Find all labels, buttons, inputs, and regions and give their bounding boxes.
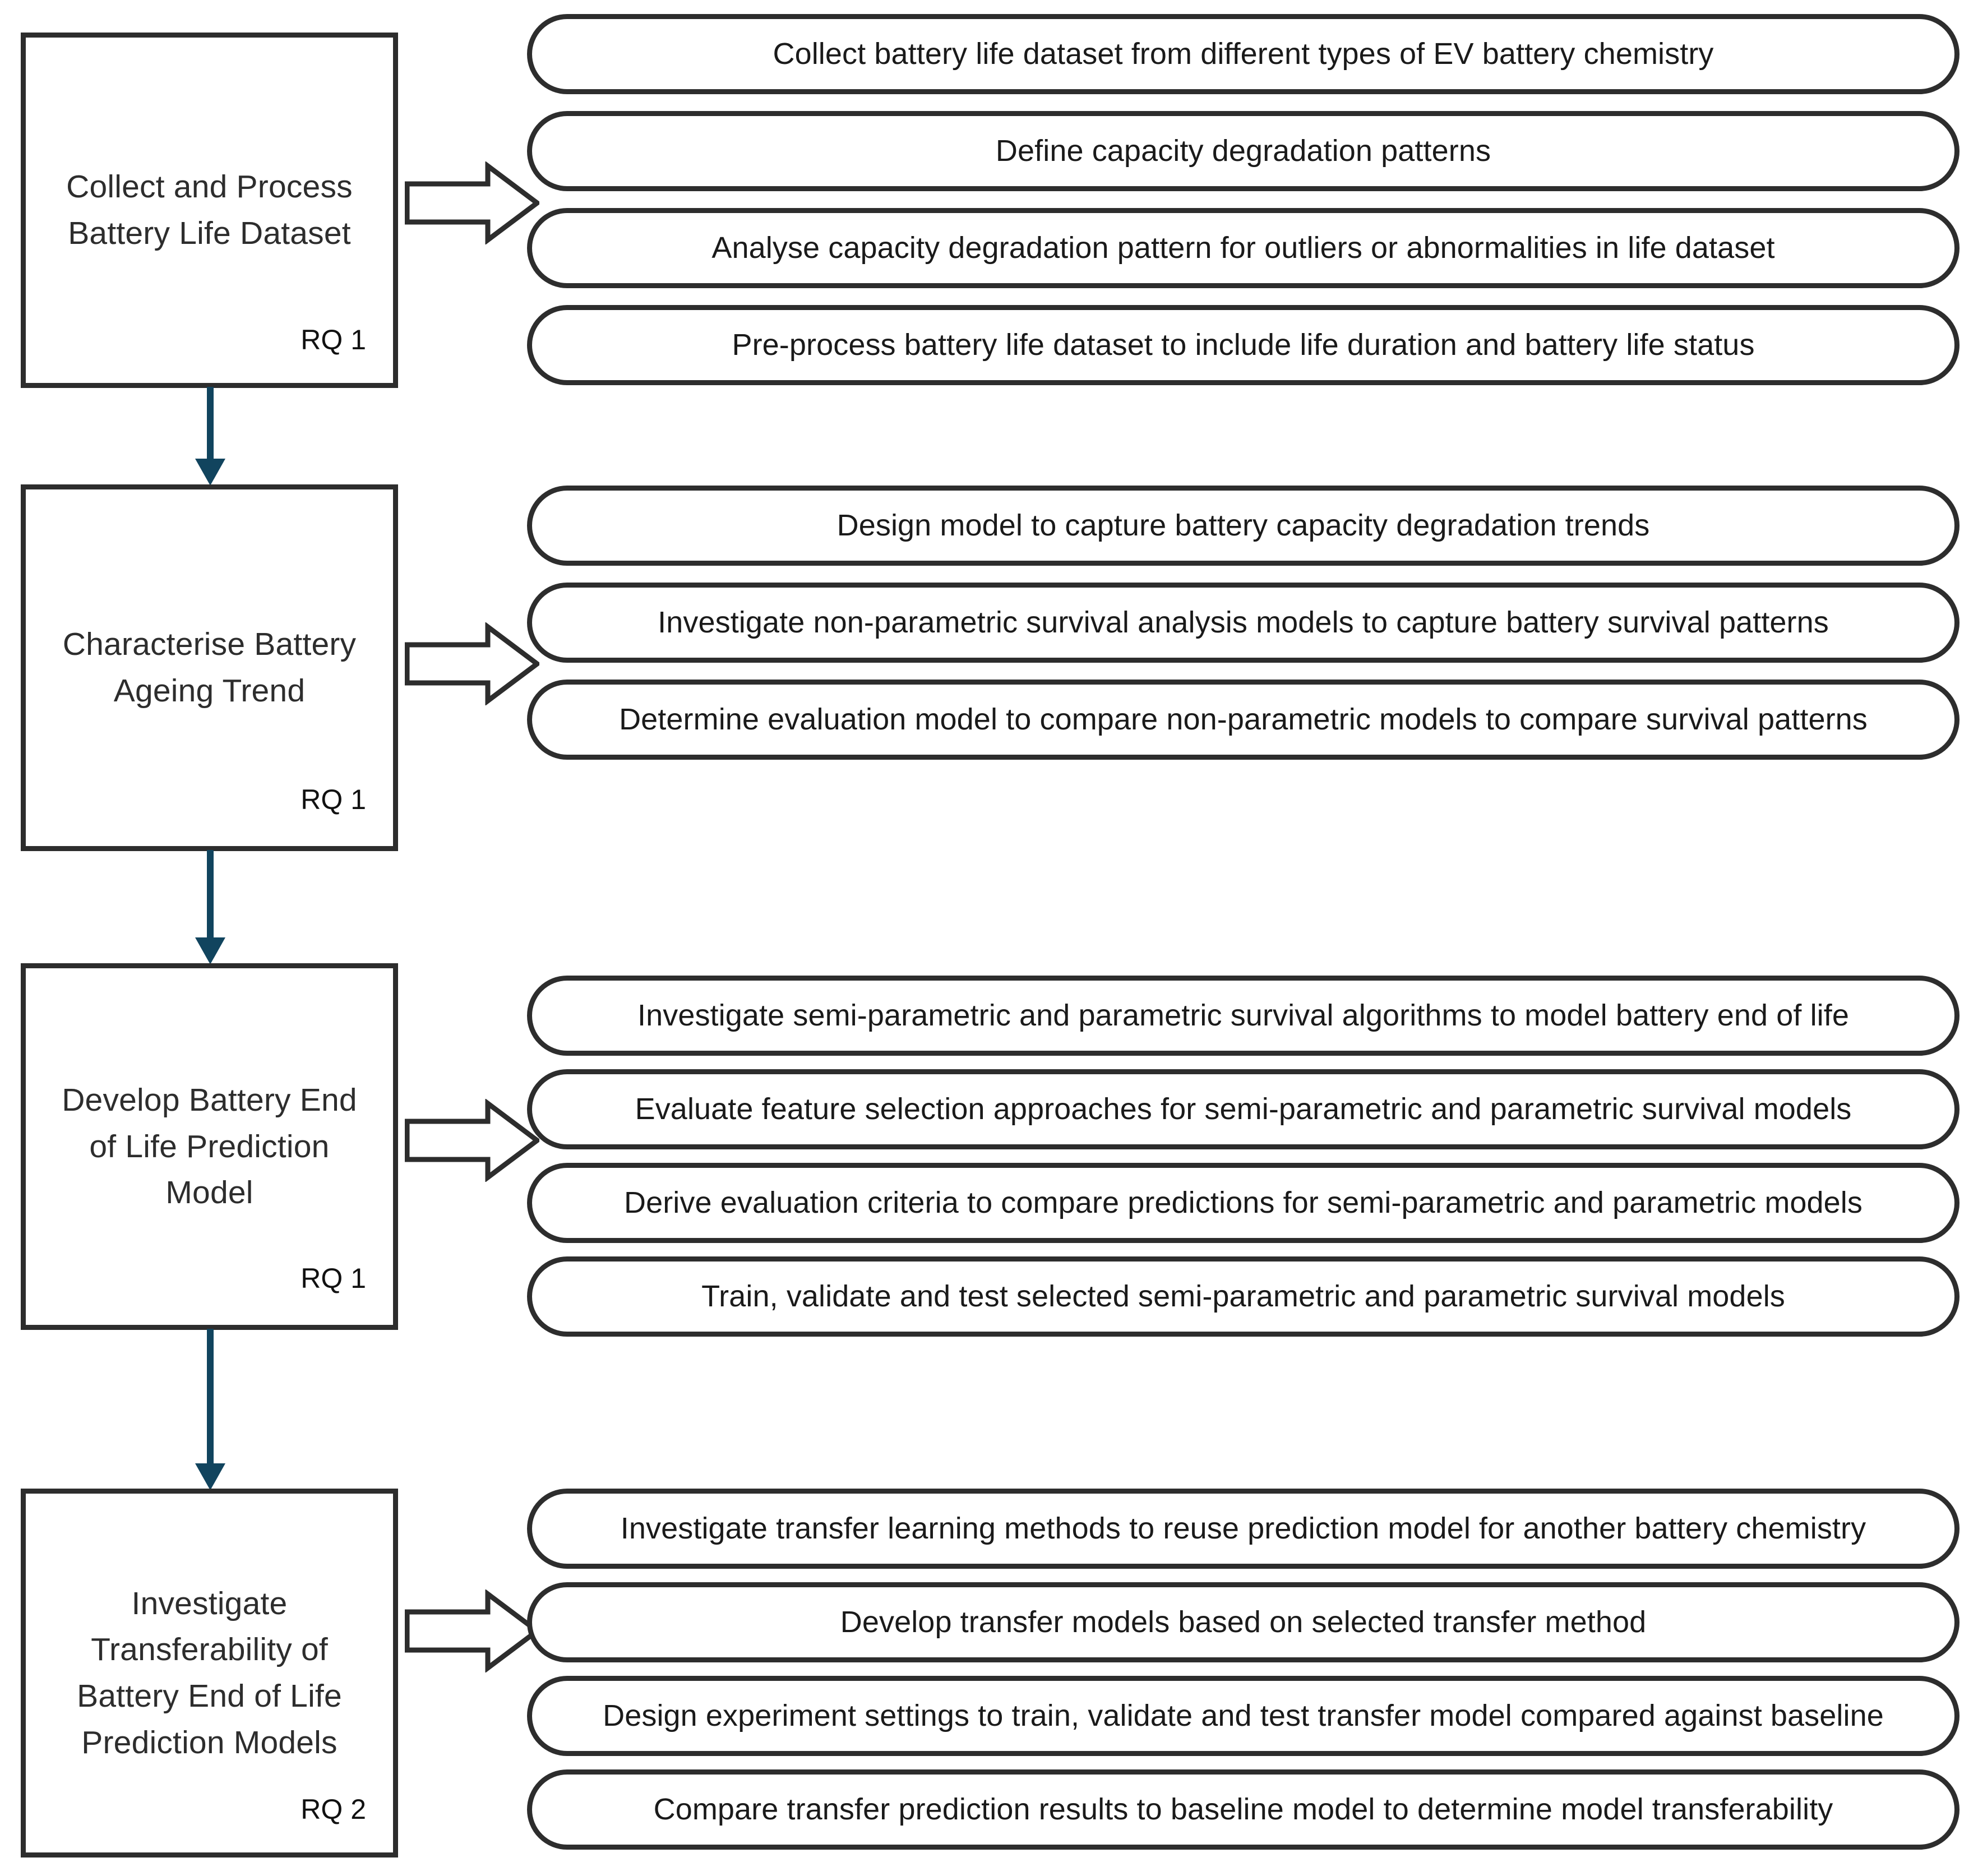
task-pill[interactable]: Evaluate feature selection approaches fo… [527, 1069, 1959, 1149]
stage-rq-label-3: RQ 1 [301, 1263, 366, 1294]
task-pill[interactable]: Develop transfer models based on selecte… [527, 1582, 1959, 1662]
task-pill[interactable]: Determine evaluation model to compare no… [527, 680, 1959, 760]
task-pill[interactable]: Pre-process battery life dataset to incl… [527, 305, 1959, 385]
down-arrow-icon [186, 850, 234, 965]
stage-box-2[interactable]: Characterise Battery Ageing Trend RQ 1 [21, 484, 398, 851]
task-pill-label: Design experiment settings to train, val… [603, 1699, 1884, 1733]
task-pill-label: Determine evaluation model to compare no… [619, 703, 1868, 737]
task-pill[interactable]: Collect battery life dataset from differ… [527, 14, 1959, 94]
task-pill[interactable]: Derive evaluation criteria to compare pr… [527, 1163, 1959, 1243]
task-pill[interactable]: Analyse capacity degradation pattern for… [527, 208, 1959, 288]
task-pill-label: Investigate semi-parametric and parametr… [637, 999, 1850, 1033]
task-pill[interactable]: Compare transfer prediction results to b… [527, 1769, 1959, 1850]
task-pill-label: Train, validate and test selected semi-p… [701, 1279, 1785, 1314]
task-pill-label: Investigate non-parametric survival anal… [658, 606, 1829, 640]
task-pill[interactable]: Design model to capture battery capacity… [527, 486, 1959, 566]
task-pill-label: Analyse capacity degradation pattern for… [711, 231, 1775, 265]
stage-rq-label-4: RQ 2 [301, 1794, 366, 1825]
task-pill-label: Define capacity degradation patterns [995, 134, 1491, 168]
task-pill[interactable]: Investigate semi-parametric and parametr… [527, 976, 1959, 1056]
task-pill-label: Compare transfer prediction results to b… [653, 1792, 1833, 1827]
task-pill-label: Develop transfer models based on selecte… [840, 1605, 1647, 1639]
task-pill-label: Design model to capture battery capacity… [837, 509, 1650, 543]
stage-rq-label-1: RQ 1 [301, 324, 366, 355]
stage-title-4: Investigate Transferability of Battery E… [77, 1585, 342, 1761]
task-pill[interactable]: Investigate transfer learning methods to… [527, 1489, 1959, 1569]
block-arrow-right-icon [405, 1589, 539, 1672]
task-pill-label: Pre-process battery life dataset to incl… [732, 328, 1755, 362]
stage-box-4[interactable]: Investigate Transferability of Battery E… [21, 1489, 398, 1857]
task-pill[interactable]: Define capacity degradation patterns [527, 111, 1959, 191]
stage-title-3: Develop Battery End of Life Prediction M… [62, 1082, 357, 1211]
task-pill-label: Collect battery life dataset from differ… [773, 37, 1714, 71]
task-pill[interactable]: Train, validate and test selected semi-p… [527, 1256, 1959, 1337]
block-arrow-right-icon [405, 1099, 539, 1182]
block-arrow-right-icon [405, 622, 539, 705]
task-pill-label: Investigate transfer learning methods to… [620, 1512, 1866, 1546]
task-pill-label: Derive evaluation criteria to compare pr… [624, 1186, 1863, 1220]
block-arrow-right-icon [405, 161, 539, 244]
task-pill[interactable]: Investigate non-parametric survival anal… [527, 583, 1959, 663]
stage-box-1[interactable]: Collect and Process Battery Life Dataset… [21, 33, 398, 388]
stage-rq-label-2: RQ 1 [301, 784, 366, 815]
stage-title-2: Characterise Battery Ageing Trend [62, 626, 357, 709]
stage-title-1: Collect and Process Battery Life Dataset [66, 169, 353, 251]
task-pill-label: Evaluate feature selection approaches fo… [635, 1092, 1852, 1126]
down-arrow-icon [186, 1329, 234, 1491]
stage-box-3[interactable]: Develop Battery End of Life Prediction M… [21, 963, 398, 1330]
task-pill[interactable]: Design experiment settings to train, val… [527, 1676, 1959, 1756]
down-arrow-icon [186, 387, 234, 487]
